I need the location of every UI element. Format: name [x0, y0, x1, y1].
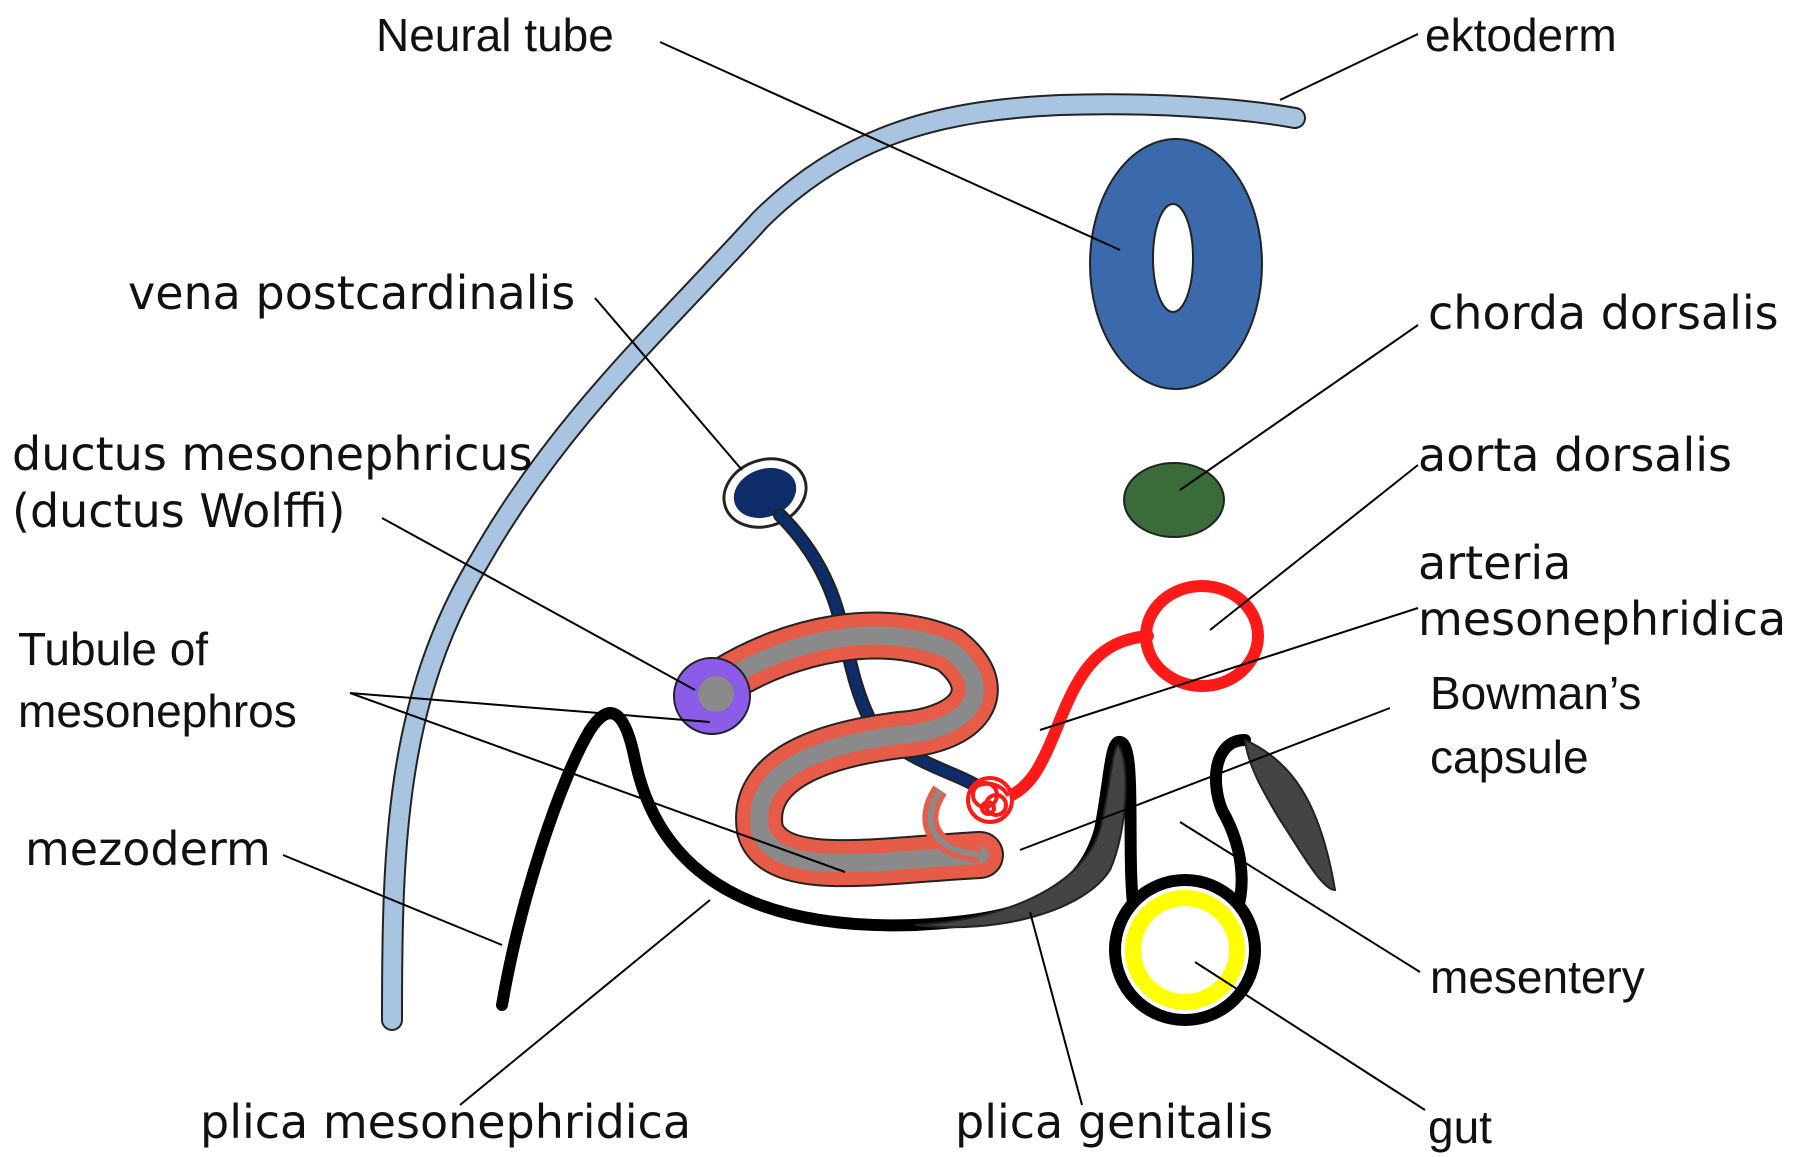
- label-aorta-dorsalis: aorta dorsalis: [1418, 428, 1732, 482]
- label-ductus-mesonephricus: ductus mesonephricus: [12, 427, 533, 481]
- label-arteria: arteria: [1418, 536, 1571, 590]
- gut: [1115, 880, 1255, 1020]
- label-vena-postcardinalis: vena postcardinalis: [128, 266, 575, 320]
- label-mesentery: mesentery: [1430, 950, 1645, 1004]
- label-capsule: capsule: [1430, 730, 1589, 784]
- label-bowmans: Bowman’s: [1430, 666, 1641, 720]
- label-ductus-wolffi: (ductus Wolffi): [12, 484, 346, 538]
- label-plica-genitalis: plica genitalis: [955, 1095, 1273, 1149]
- label-chorda-dorsalis: chorda dorsalis: [1428, 286, 1779, 340]
- label-mesonephros: mesonephros: [18, 684, 297, 738]
- label-gut: gut: [1428, 1100, 1492, 1154]
- ductus-mesonephricus: [674, 658, 750, 734]
- label-neural-tube: Neural tube: [376, 8, 614, 62]
- chorda-dorsalis: [1124, 463, 1224, 537]
- mesentery-wedge: [1245, 740, 1335, 890]
- neural-tube: [1090, 139, 1262, 389]
- label-tubule-of: Tubule of: [18, 622, 208, 676]
- label-plica-mesonephridica: plica mesonephridica: [200, 1095, 691, 1149]
- glomerulus: [968, 778, 1012, 822]
- label-mesonephridica: mesonephridica: [1418, 592, 1786, 646]
- label-mezoderm: mezoderm: [25, 822, 271, 876]
- label-ektoderm: ektoderm: [1425, 8, 1617, 62]
